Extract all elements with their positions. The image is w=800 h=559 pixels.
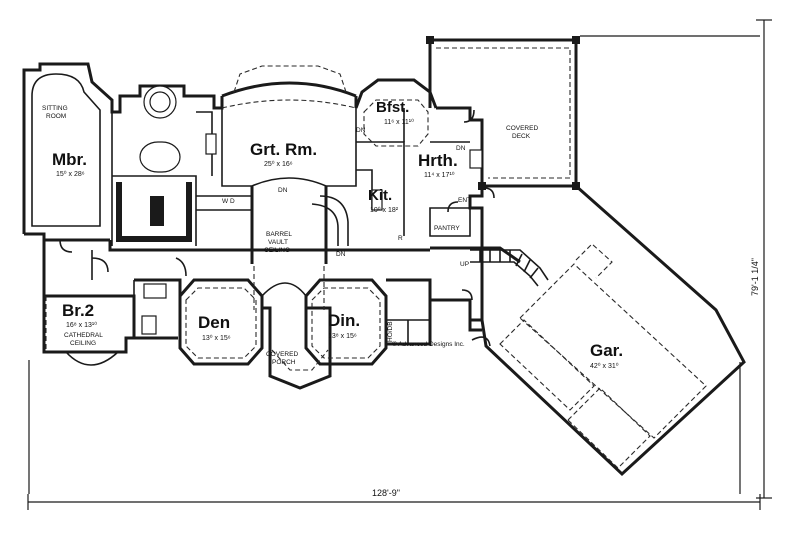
pantry-label: PANTRY: [434, 225, 460, 232]
cathedral-label-2: CEILING: [70, 340, 96, 347]
ho-label: HO/DB: [387, 321, 394, 342]
dn-label-2: DN: [278, 187, 288, 194]
den-name: Den: [198, 313, 230, 332]
door-swings: [59, 109, 495, 301]
copyright-label: © Advanced Designs Inc.: [392, 340, 465, 348]
mbr-size: 15⁰ x 28⁶: [56, 170, 85, 178]
grt-rm-name: Grt. Rm.: [250, 140, 317, 159]
width-dimension: 128'-9": [372, 488, 400, 498]
interior-walls: [91, 85, 483, 338]
barrel-label-2: VAULT: [268, 239, 288, 246]
br2-size: 16⁸ x 13¹⁰: [66, 321, 97, 329]
stair-treads: [479, 250, 539, 279]
kit-name: Kit.: [368, 187, 392, 204]
covered-porch-label-1: COVERED: [266, 351, 298, 358]
den-size: 13⁰ x 15⁶: [202, 334, 231, 342]
minor-labels: COVERED DECK BARREL VAULT CEILING COVERE…: [222, 125, 538, 366]
wd-label: W D: [222, 198, 235, 205]
room-labels: Mbr. 15⁰ x 28⁶ SITTING ROOM Grt. Rm. 25⁰…: [42, 99, 623, 370]
dn-label-1: DN: [356, 127, 366, 134]
dn-label-3: DN: [336, 251, 346, 258]
up-label: UP: [460, 261, 469, 268]
dimension-lines: [27, 19, 772, 510]
din-size: 13⁸ x 15⁶: [328, 333, 357, 340]
bfst-size: 11⁶ x 11¹⁰: [384, 118, 414, 126]
din-name: Din.: [328, 311, 360, 330]
gar-size: 42⁰ x 31⁰: [590, 362, 619, 370]
depth-dimension: 79'-1 1/4": [750, 258, 760, 296]
barrel-label-3: CEILING: [264, 247, 290, 254]
kit-size: 10⁰ x 18²: [370, 206, 399, 214]
dn-label-4: DN: [456, 145, 466, 152]
gar-name: Gar.: [590, 341, 623, 360]
covered-deck-label-2: DECK: [512, 133, 531, 140]
bfst-name: Bfst.: [376, 99, 409, 116]
covered-deck-label-1: COVERED: [506, 125, 538, 132]
ent-label: ENT: [458, 197, 471, 204]
hrth-name: Hrth.: [418, 151, 458, 170]
dimension-text: 128'-9" 79'-1 1/4": [372, 258, 760, 498]
grt-rm-size: 25⁰ x 16⁶: [264, 160, 293, 168]
br2-name: Br.2: [62, 301, 94, 320]
cathedral-label-1: CATHEDRAL: [64, 332, 103, 339]
r-label: R: [398, 235, 403, 242]
garage: [470, 184, 746, 477]
hrth-size: 11⁴ x 17¹⁰: [424, 171, 455, 179]
barrel-label-1: BARREL: [266, 231, 292, 238]
mbr-name: Mbr.: [52, 150, 87, 169]
sitting-room-label-2: ROOM: [46, 113, 66, 120]
ceiling-dashes: [45, 65, 429, 371]
covered-porch-label-2: PORCH: [272, 359, 296, 366]
sitting-room-label-1: SITTING: [42, 105, 68, 112]
